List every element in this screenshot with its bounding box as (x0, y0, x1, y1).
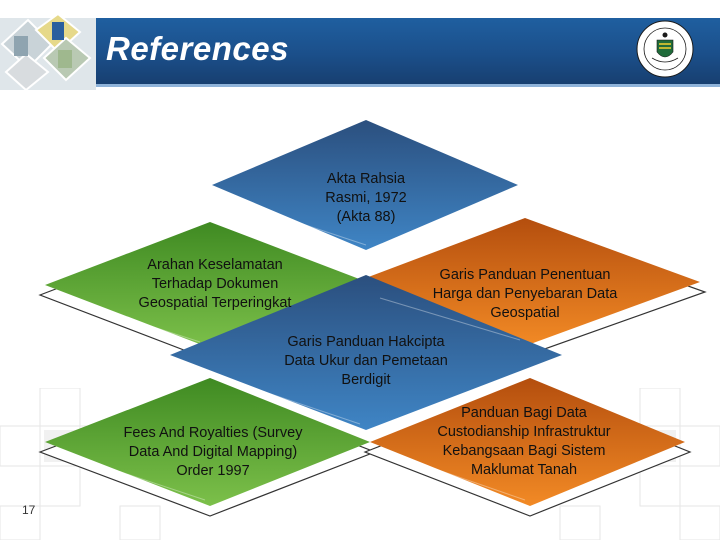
top-diamond-label: Akta Rahsia Rasmi, 1972 (Akta 88) (325, 171, 407, 225)
top-diamond (212, 120, 518, 250)
right-diamond-label: Garis Panduan Penentuan Harga dan Penyeb… (432, 267, 618, 321)
title-bar (0, 18, 720, 84)
university-crest-logo (636, 20, 694, 78)
bottom-right-diamond-label: Panduan Bagi Data Custodianship Infrastr… (437, 405, 611, 478)
center-diamond (170, 275, 562, 430)
slide-number: 17 (22, 503, 36, 517)
title-bar-stripe (0, 84, 720, 87)
slide-title: References (106, 30, 289, 67)
photo-collage-image (0, 14, 96, 90)
bottom-left-diamond (45, 378, 370, 506)
left-diamond-label: Arahan Keselamatan Terhadap Dokumen Geos… (138, 257, 292, 311)
bottom-right-diamond (370, 378, 685, 506)
bottom-left-diamond-label: Fees And Royalties (Survey Data And Digi… (123, 425, 303, 479)
center-diamond-label: Garis Panduan Hakcipta Data Ukur dan Pem… (284, 334, 448, 388)
